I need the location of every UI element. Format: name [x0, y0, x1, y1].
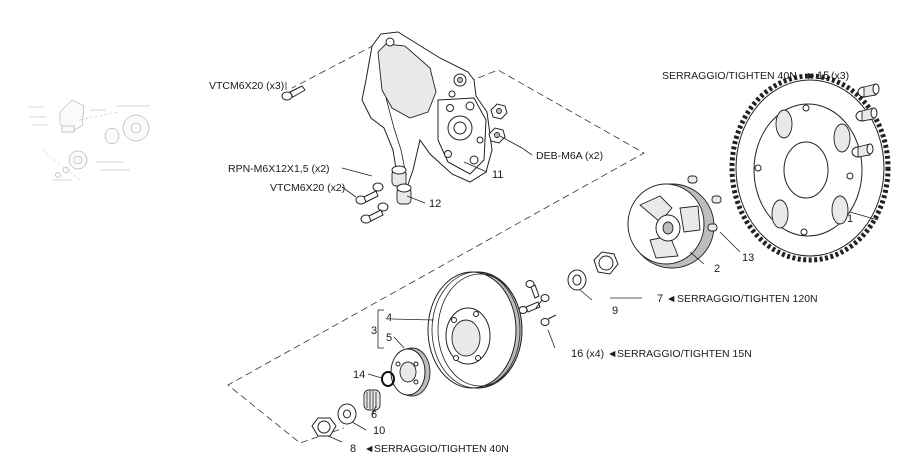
callout-3: 3 — [371, 325, 377, 337]
needle-bearing — [363, 389, 381, 411]
damper-hub — [627, 183, 715, 269]
label-screw-top: VTCM6X20 (x3) — [209, 80, 284, 92]
qty-15: (x3) — [831, 70, 849, 82]
sprocket-bolts — [851, 83, 880, 158]
screw-vtcm6x20-top — [281, 85, 306, 101]
screws-vtcm6x20-mid — [355, 190, 384, 224]
sprocket-gear — [729, 73, 891, 263]
callout-6: 6 — [371, 409, 377, 421]
callout-13: 13 — [742, 252, 754, 264]
small-screws — [518, 280, 557, 326]
o-ring — [381, 371, 395, 387]
label-torque-15: SERRAGGIO/TIGHTEN 40N — [662, 70, 797, 82]
clutch-drum — [427, 271, 523, 389]
label-torque-7: SERRAGGIO/TIGHTEN 120N — [677, 293, 818, 305]
label-nut-deb: DEB-M6A (x2) — [536, 150, 603, 162]
label-torque-16: SERRAGGIO/TIGHTEN 15N — [617, 348, 752, 360]
nut-deb-m6a — [488, 103, 508, 144]
label-torque-8: SERRAGGIO/TIGHTEN 40N — [374, 443, 509, 455]
callout-9: 9 — [612, 305, 618, 317]
callout-11: 11 — [492, 169, 503, 181]
mounting-bracket — [361, 31, 493, 192]
overview-thumbnail — [28, 99, 150, 181]
assembly-outline — [227, 39, 645, 444]
pins — [687, 175, 722, 232]
callout-5: 5 — [386, 332, 392, 344]
callout-1: 1 — [847, 213, 853, 225]
leader-lines — [285, 82, 879, 443]
qty-16: (x4) — [586, 348, 604, 360]
callout-16: 16 — [571, 348, 583, 360]
arrow-left-8: ◄ — [364, 443, 374, 455]
callout-4: 4 — [386, 312, 392, 324]
arrow-left-7: ◄ — [666, 293, 676, 305]
spacers — [391, 165, 412, 205]
washer-9 — [567, 269, 587, 291]
label-screw-mid: VTCM6X20 (x2) — [270, 182, 345, 194]
label-spacer: RPN-M6X12X1,5 (x2) — [228, 163, 330, 175]
arrow-left-16: ◄ — [607, 348, 617, 360]
washers-small — [372, 182, 389, 212]
callout-7: 7 — [657, 293, 663, 305]
arrow-right-15: ► — [806, 70, 816, 82]
callout-8: 8 — [350, 443, 356, 455]
callout-2: 2 — [714, 263, 720, 275]
callout-10: 10 — [373, 425, 385, 437]
callout-12: 12 — [429, 198, 441, 210]
callout-14: 14 — [353, 369, 365, 381]
clutch-plate — [390, 347, 431, 397]
nut-8 — [311, 417, 337, 437]
callout-15: 15 — [817, 70, 829, 82]
big-nut — [593, 251, 619, 275]
washer-10 — [337, 403, 357, 425]
